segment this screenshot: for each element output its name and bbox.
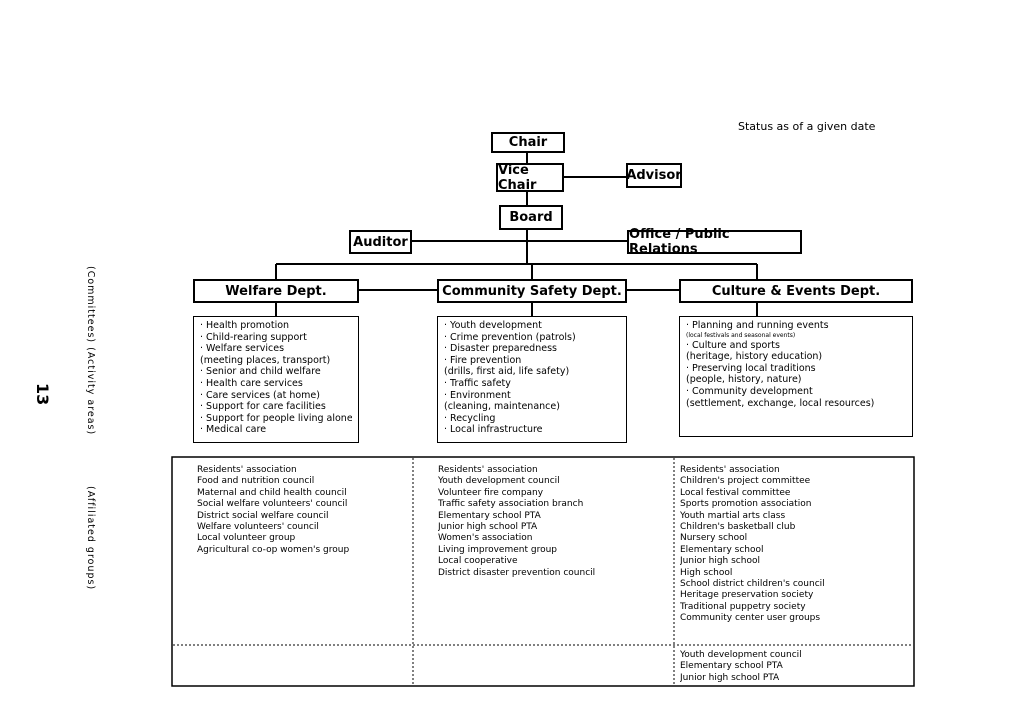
list-item: Youth development council (438, 476, 560, 487)
list-item: · Care services (at home) (200, 389, 320, 401)
list-item: Maternal and child health council (197, 487, 347, 498)
list-item: District disaster prevention council (438, 567, 596, 578)
list-item: Women's association (438, 533, 533, 544)
board-box: Board (499, 205, 563, 230)
list-item: · Environment (444, 389, 511, 401)
list-item: High school (680, 567, 733, 578)
list-item: Local cooperative (438, 556, 518, 567)
safety-activities: · Youth development · Crime prevention (… (437, 316, 627, 443)
welfare-dept-box: Welfare Dept. (193, 279, 359, 303)
list-item: (heritage, history education) (686, 351, 823, 363)
list-item: (settlement, exchange, local resources) (686, 397, 875, 409)
list-item: Junior high school PTA (680, 672, 780, 683)
page-number: 13 (33, 383, 52, 406)
list-item: Living improvement group (438, 544, 558, 555)
list-item: · Support for care facilities (200, 401, 326, 413)
list-item: · Crime prevention (patrols) (444, 331, 576, 343)
list-item: Heritage preservation society (680, 590, 814, 601)
list-item: · Local infrastructure (444, 424, 543, 436)
list-item: (meeting places, transport) (200, 354, 331, 366)
advisor-box: Advisor (626, 163, 682, 188)
list-item: Residents' association (197, 465, 297, 475)
list-item: · Youth development (444, 320, 542, 331)
list-item: · Health care services (200, 377, 303, 389)
list-item: · Culture and sports (686, 339, 780, 351)
list-item: · Community development (686, 385, 813, 397)
list-item: Children's project committee (680, 476, 811, 487)
groups-frame (171, 456, 915, 687)
list-item: Residents' association (680, 465, 780, 475)
list-item: Nursery school (680, 533, 748, 544)
side-label-groups: (Affiliated groups) (85, 486, 96, 591)
list-item: Local volunteer group (197, 533, 296, 544)
list-item: Food and nutrition council (197, 476, 315, 487)
list-item: Children's basketball club (680, 522, 796, 533)
list-item: Junior high school (680, 556, 760, 567)
list-item: · Welfare services (200, 343, 285, 355)
list-item: · Recycling (444, 412, 496, 424)
list-item: · Traffic safety (444, 377, 511, 389)
list-item: · Preserving local traditions (686, 362, 816, 374)
list-item: · Medical care (200, 424, 267, 436)
list-item: (local festivals and seasonal events) (686, 331, 796, 339)
secretariat-box: Office / Public Relations (627, 227, 802, 257)
welfare-activities: · Health promotion · Child-rearing suppo… (193, 316, 359, 443)
list-item: District social welfare council (197, 510, 329, 521)
list-item: · Fire prevention (444, 354, 522, 366)
list-item: Youth development council (680, 650, 802, 660)
list-item: Elementary school PTA (438, 510, 541, 521)
culture-groups-extra: Youth development council Elementary sch… (680, 650, 910, 684)
list-item: · Health promotion (200, 320, 290, 331)
culture-dept-box: Culture & Events Dept. (679, 279, 913, 303)
side-label-activity: (Committees) (Activity areas) (85, 266, 96, 436)
vice-president-box: Vice Chair (496, 163, 564, 193)
as-of-date: Status as of a given date (738, 120, 876, 133)
list-item: Traffic safety association branch (438, 499, 584, 510)
list-item: Youth martial arts class (680, 510, 786, 521)
list-item: Agricultural co-op women's group (197, 544, 350, 555)
auditor-box: Auditor (349, 230, 412, 254)
culture-activities: · Planning and running events (local fes… (679, 316, 913, 437)
culture-groups: Residents' association Children's projec… (680, 465, 910, 625)
list-item: (cleaning, maintenance) (444, 401, 560, 413)
president-box: Chair (491, 132, 565, 153)
list-item: Traditional puppetry society (680, 601, 806, 612)
list-item: Community center user groups (680, 613, 821, 624)
list-item: School district children's council (680, 579, 825, 590)
list-item: · Child-rearing support (200, 331, 307, 343)
list-item: Social welfare volunteers' council (197, 499, 348, 510)
list-item: (people, history, nature) (686, 374, 802, 386)
list-item: · Senior and child welfare (200, 366, 321, 378)
list-item: Junior high school PTA (438, 522, 538, 533)
list-item: Elementary school (680, 544, 764, 555)
safety-dept-box: Community Safety Dept. (437, 279, 627, 303)
safety-groups: Residents' association Youth development… (438, 465, 670, 579)
list-item: · Planning and running events (686, 320, 829, 331)
list-item: · Disaster preparedness (444, 343, 557, 355)
list-item: · Support for people living alone (200, 412, 352, 424)
list-item: Local festival committee (680, 487, 791, 498)
welfare-groups: Residents' association Food and nutritio… (197, 465, 409, 556)
list-item: (drills, first aid, life safety) (444, 366, 570, 378)
list-item: Residents' association (438, 465, 538, 475)
list-item: Sports promotion association (680, 499, 812, 510)
list-item: Welfare volunteers' council (197, 522, 319, 533)
list-item: Volunteer fire company (438, 487, 544, 498)
list-item: Elementary school PTA (680, 661, 783, 672)
